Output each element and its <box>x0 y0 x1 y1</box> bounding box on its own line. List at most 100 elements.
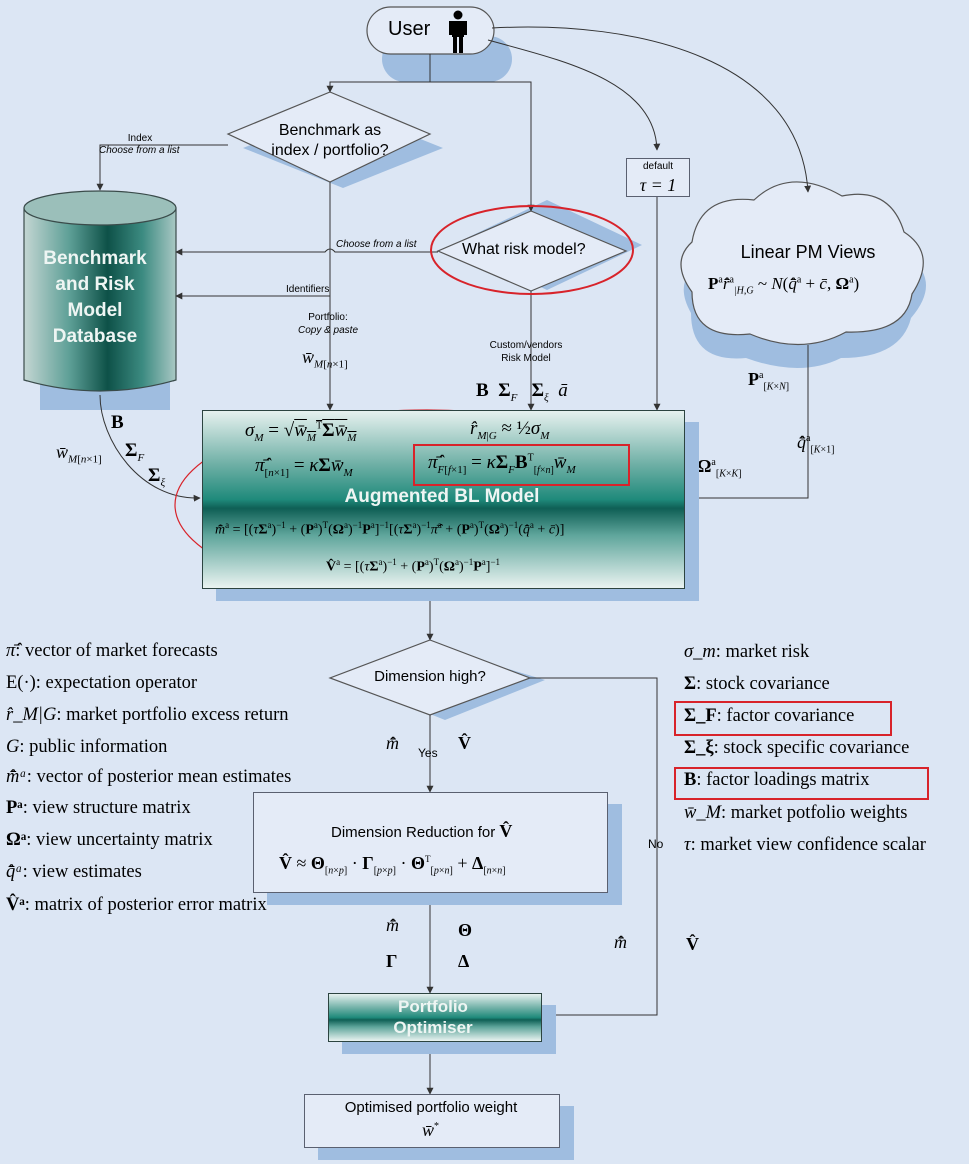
legend-left-item: G: public information <box>6 737 167 758</box>
legend-text: : stock covariance <box>696 674 830 694</box>
wm-label-top: w̄M[n×1] <box>302 347 348 371</box>
user-shape <box>366 6 495 55</box>
custom-risk-label: Custom/vendors Risk Model <box>490 339 563 365</box>
legend-symbol: E(·) <box>6 673 36 693</box>
database-line2: and Risk <box>55 274 135 295</box>
legend-left-item: π̄̂: vector of market forecasts <box>6 641 218 662</box>
default-label: default <box>642 161 674 172</box>
dimension-reduction-title-text: Dimension Reduction for <box>331 824 496 841</box>
legend-right-item: τ: market view confidence scalar <box>684 835 926 856</box>
portfolio-line2: Copy & paste <box>297 325 359 336</box>
sigma-xi-label: Σξ <box>148 465 166 489</box>
risk-model-label: What risk model? <box>462 241 586 258</box>
legend-text: : view uncertainty matrix <box>26 830 213 850</box>
output-box <box>304 1094 560 1148</box>
output-weight-symbol: w̄* <box>422 1120 440 1140</box>
benchmark-line1: Benchmark as <box>278 122 382 139</box>
legend-text: : market view confidence scalar <box>690 835 926 855</box>
legend-symbol: π̄̂ <box>6 641 16 661</box>
q-vector-label: q̄̂a[K×1] <box>797 432 835 456</box>
index-sublabel: Choose from a list <box>99 145 180 156</box>
bl-model-box <box>202 410 685 589</box>
risk-model-highlight <box>430 205 634 295</box>
legend-symbol: B <box>684 770 697 790</box>
legend-text: : factor loadings matrix <box>696 770 870 790</box>
legend-left-item: m̄̂ᵃ: vector of posterior mean estimates <box>6 767 291 788</box>
person-icon <box>449 10 467 53</box>
legend-right-item: Σ: stock covariance <box>684 674 830 695</box>
legend-text: : view structure matrix <box>22 798 191 818</box>
custom-risk-line1: Custom/vendors <box>489 340 563 351</box>
yes-label: Yes <box>418 746 438 760</box>
bl-return-formula: r̂M|G ≈ ½σM <box>470 418 550 442</box>
factor-pi-highlight <box>413 444 630 486</box>
risk-choose-label: Choose from a list <box>336 239 417 250</box>
bl-model-title: Augmented BL Model <box>344 486 540 507</box>
optimiser-line2: Optimiser <box>393 1018 473 1037</box>
legend-right-item: B: factor loadings matrix <box>684 770 869 791</box>
optimiser-line1: Portfolio <box>398 997 468 1016</box>
legend-left-item: V̂ᵃ: matrix of posterior error matrix <box>6 895 267 916</box>
legend-text: : stock specific covariance <box>713 738 910 758</box>
output-label: Optimised portfolio weight <box>344 1099 518 1116</box>
m-label-reduced: m̄̂ <box>386 915 399 935</box>
legend-symbol: V̂ᵃ <box>6 895 25 915</box>
b-legend-highlight <box>674 767 929 800</box>
views-cloud-title: Linear PM Views <box>740 242 876 262</box>
legend-text: : view estimates <box>22 862 142 882</box>
p-matrix-label: Pa[K×N] <box>748 369 790 393</box>
legend-text: : market risk <box>715 642 810 662</box>
default-tau-box: default τ = 1 <box>626 158 690 197</box>
legend-text: : market portfolio excess return <box>56 705 289 725</box>
legend-left-item: Pᵃ: view structure matrix <box>6 798 191 819</box>
benchmark-decision-text: Benchmark as index / portfolio? <box>271 121 388 161</box>
legend-right-item: σ_m: market risk <box>684 642 809 663</box>
database-line3: Model <box>67 300 123 321</box>
legend-text: : public information <box>19 737 168 757</box>
legend-symbol: r̂_M|G <box>6 705 57 725</box>
optimiser-box <box>328 993 542 1042</box>
database-line1: Benchmark <box>43 248 147 269</box>
legend-text: : vector of market forecasts <box>15 641 218 661</box>
gamma-label: Γ <box>386 951 398 971</box>
bl-posterior-var-formula: V̂a = [(τΣa)−1 + (Pa)T(Ωa)−1Pa]−1 <box>326 557 501 575</box>
legend-left-item: q̄̂ᵃ: view estimates <box>6 862 142 883</box>
portfolio-label: Portfolio: Copy & paste <box>298 311 358 337</box>
legend-right-item: w̄_M: market potfolio weights <box>684 803 908 824</box>
legend-symbol: m̄̂ᵃ <box>6 767 27 787</box>
no-label: No <box>648 837 664 851</box>
risk-factors-label: B ΣF Σξ ā <box>476 380 568 404</box>
bl-sigma-formula: σM = √w̄MTΣw̄M <box>245 420 357 444</box>
bl-factor-pi-formula: π̄̂F[f×1] = κΣFBT[f×n]w̄M <box>428 452 576 476</box>
m-label-no: m̄̂ <box>614 932 627 952</box>
legend-text: : market potfolio weights <box>721 803 908 823</box>
legend-symbol: Σ_F <box>684 706 717 726</box>
identifiers-label: Identifiers <box>286 284 330 295</box>
legend-text: : expectation operator <box>35 673 198 693</box>
legend-symbol: σ_m <box>684 642 716 662</box>
custom-risk-line2: Risk Model <box>501 353 551 364</box>
database-line4: Database <box>52 326 138 347</box>
dimension-reduction-box <box>253 792 608 893</box>
legend-symbol: Pᵃ <box>6 798 23 818</box>
sigma-f-label: ΣF <box>125 440 145 464</box>
legend-symbol: τ <box>684 835 691 855</box>
delta-label: Δ <box>458 951 470 971</box>
legend-symbol: Σ <box>684 674 697 694</box>
legend-text: : vector of posterior mean estimates <box>26 767 292 787</box>
legend-symbol: w̄_M <box>684 803 721 823</box>
database-cylinder <box>23 207 177 392</box>
omega-label: Ωa[K×K] <box>697 456 742 480</box>
database-label: Benchmark and Risk Model Database <box>43 246 147 350</box>
legend-symbol: Σ_ξ <box>684 738 714 758</box>
legend-symbol: G <box>6 737 20 757</box>
portfolio-line1: Portfolio: <box>308 312 348 323</box>
bl-pi-formula: π̄̂[n×1] = κΣw̄M <box>255 455 353 479</box>
v-label-yes: V̂ <box>458 733 471 753</box>
legend-left-item: r̂_M|G: market portfolio excess return <box>6 705 289 726</box>
index-label: Index <box>127 133 153 144</box>
default-value: τ = 1 <box>639 175 677 195</box>
b-label: B <box>111 412 124 433</box>
